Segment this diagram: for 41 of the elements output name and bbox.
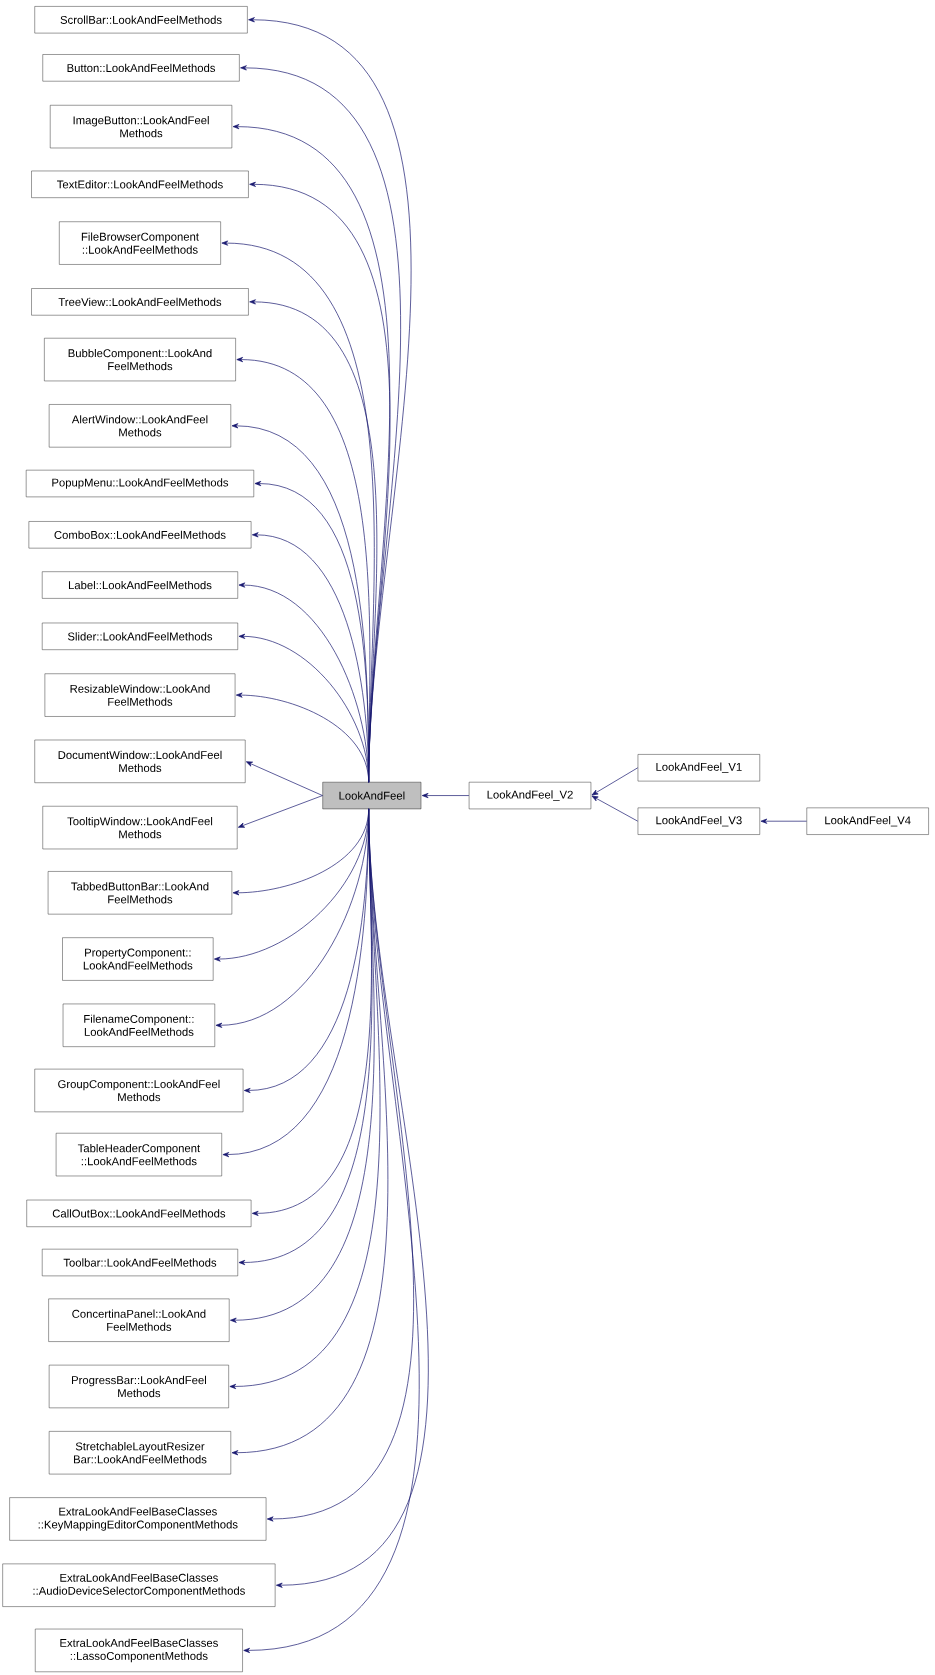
class-box: GroupComponent::LookAndFeel Methods	[34, 1068, 244, 1113]
class-box: TreeView::LookAndFeelMethods	[31, 288, 249, 316]
class-box: TabbedButtonBar::LookAnd FeelMethods	[47, 871, 233, 915]
arrow	[421, 793, 470, 799]
class-box: BubbleComponent::LookAnd FeelMethods	[44, 338, 236, 382]
class-box: TextEditor::LookAndFeelMethods	[31, 170, 249, 198]
class-box: PopupMenu::LookAndFeelMethods	[26, 469, 254, 498]
class-box: ResizableWindow::LookAnd FeelMethods	[44, 673, 236, 717]
arrow	[238, 795, 323, 828]
arrow	[591, 795, 639, 822]
class-box: ComboBox::LookAndFeelMethods	[28, 521, 252, 549]
class-box: ExtraLookAndFeelBaseClasses ::LassoComponentMethods	[35, 1628, 243, 1672]
class-box: FilenameComponent:: LookAndFeelMethods	[62, 1003, 215, 1047]
class-box: TooltipWindow::LookAndFeel Methods	[42, 806, 238, 850]
class-box: ExtraLookAndFeelBaseClasses ::KeyMappingEditorComponentMethods	[9, 1497, 267, 1541]
class-box: ImageButton::LookAndFeel Methods	[50, 105, 233, 149]
class-box: LookAndFeel_V3	[637, 807, 760, 835]
class-box: AlertWindow::LookAndFeel Methods	[48, 404, 231, 448]
class-box: ScrollBar::LookAndFeelMethods	[34, 6, 248, 34]
arrow	[243, 808, 419, 1653]
class-box: PropertyComponent:: LookAndFeelMethods	[62, 937, 214, 981]
arrow	[591, 767, 639, 796]
class-box: Button::LookAndFeelMethods	[42, 54, 240, 82]
class-box: LookAndFeel_V4	[806, 807, 929, 835]
class-box: TableHeaderComponent ::LookAndFeelMethods	[55, 1133, 222, 1177]
arrow	[246, 761, 323, 796]
class-box: Slider::LookAndFeelMethods	[42, 622, 238, 650]
arrow	[235, 692, 370, 783]
class-box: DocumentWindow::LookAndFeel Methods	[34, 739, 246, 783]
class-box: Label::LookAndFeelMethods	[42, 571, 238, 599]
class-box: LookAndFeel_V1	[637, 754, 760, 782]
arrow	[760, 818, 807, 824]
class-box: ConcertinaPanel::LookAnd FeelMethods	[48, 1298, 230, 1342]
class-box: CallOutBox::LookAndFeelMethods	[26, 1199, 252, 1227]
class-box: FileBrowserComponent ::LookAndFeelMethods	[59, 221, 221, 265]
class-box: ProgressBar::LookAndFeel Methods	[48, 1364, 229, 1409]
class-box: LookAndFeel_V2	[468, 782, 592, 810]
class-box: LookAndFeel	[322, 782, 422, 810]
class-box: ExtraLookAndFeelBaseClasses ::AudioDeviceSelectorComponentMethods	[2, 1563, 276, 1607]
class-box: Toolbar::LookAndFeelMethods	[42, 1248, 238, 1277]
class-box: StretchableLayoutResizer Bar::LookAndFeelMethods	[48, 1431, 231, 1475]
